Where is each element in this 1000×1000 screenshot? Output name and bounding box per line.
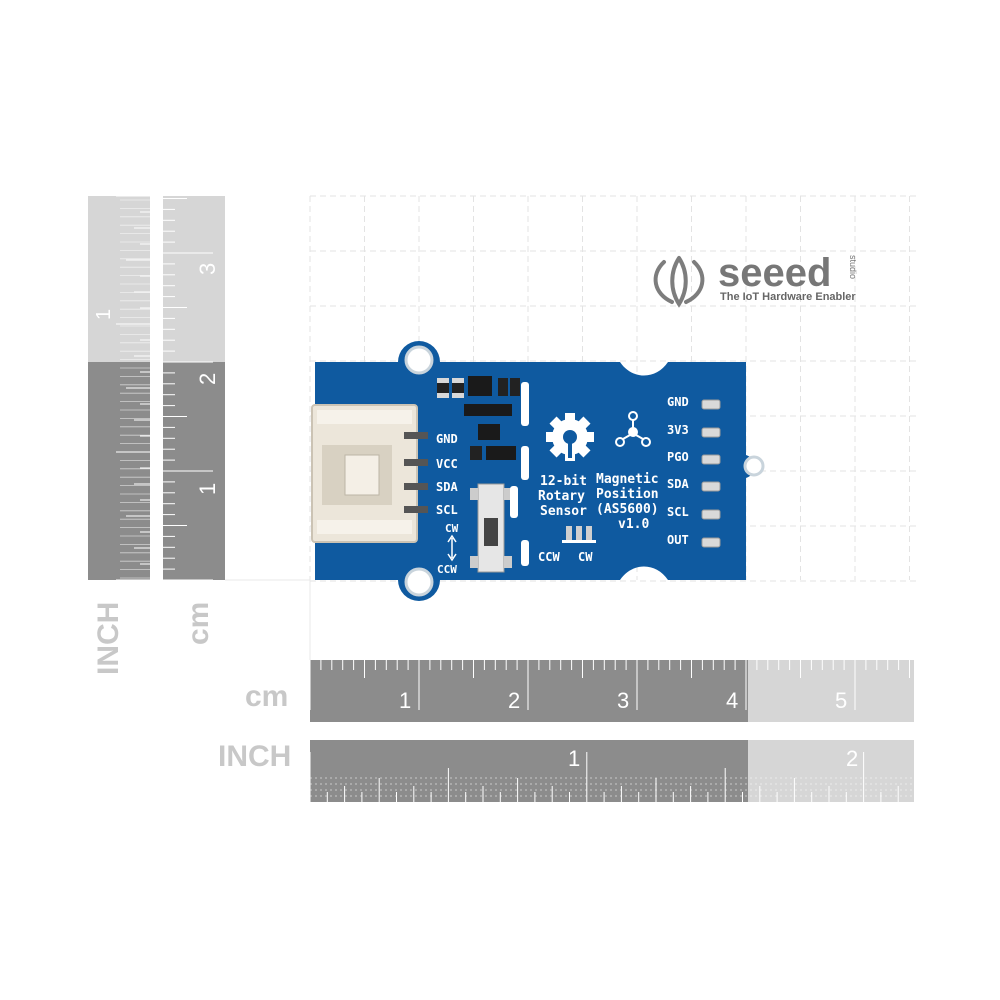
pcb-outline [315,341,755,601]
left-pin-sda: SDA [436,480,458,494]
v-cm-number-3: 3 [195,263,220,275]
h-cm-number-2: 2 [508,688,520,713]
right-pin-pads [701,399,721,548]
mounting-hole [404,345,434,375]
brand-name: seeed [718,251,831,295]
vertical-inch-ruler: 1 [88,195,150,581]
horizontal-cm-ruler: 1 2 3 4 5 [309,660,914,722]
grove-sensor-board: GND VCC SDA SCL CW CCW [311,341,765,601]
right-pin-out: OUT [667,533,689,547]
board-subtitle-line-2: Position [596,487,659,502]
h-inch-number-2: 2 [846,746,858,771]
dir-label-ccw: CCW [538,550,560,564]
mounting-hole [404,567,434,597]
board-title-line-1: 12-bit [540,474,587,489]
switch-arrow-icon [447,534,457,562]
right-pin-pgo: PGO [667,450,689,464]
left-pin-vcc: VCC [436,457,458,471]
h-cm-number-1: 1 [399,688,411,713]
left-pin-gnd: GND [436,432,458,446]
right-pin-3v3: 3V3 [667,423,689,437]
board-subtitle-line-1: Magnetic [596,472,659,487]
h-inch-axis-label: INCH [218,740,291,773]
switch-label-cw: CW [445,522,459,535]
vertical-cm-ruler: 3 2 1 [163,196,225,581]
board-title-line-2: Rotary [538,489,585,504]
dir-label-cw: CW [578,550,593,564]
board-subtitle-line-4: v1.0 [618,517,649,532]
seeed-flame-icon [653,256,705,308]
h-cm-number-5: 5 [835,688,847,713]
brand-studio: studio [848,255,858,279]
board-title-line-3: Sensor [540,504,587,519]
board-subtitle-line-3: (AS5600) [596,502,659,517]
horizontal-inch-ticks [309,752,914,802]
horizontal-cm-ticks [309,660,910,710]
v-cm-axis-label: cm [182,602,215,645]
switch-label-ccw: CCW [437,563,457,576]
right-pin-sda: SDA [667,477,689,491]
left-pin-scl: SCL [436,503,458,517]
seeed-logo: seeed studio The IoT Hardware Enabler [653,251,858,308]
smd-components [437,376,520,460]
h-cm-number-4: 4 [726,688,738,713]
v-cm-number-1: 1 [195,483,220,495]
vertical-inch-ticks [116,195,150,581]
horizontal-inch-ruler: 1 2 [309,740,914,802]
grove-gear-icon [546,413,594,461]
direction-jumper-pads [562,526,596,543]
h-cm-axis-label: cm [245,680,288,713]
vertical-cm-ticks [163,198,213,581]
grove-connector [311,404,428,543]
v-cm-number-2: 2 [195,373,220,385]
h-inch-number-1: 1 [568,746,580,771]
v-inch-number: 1 [93,309,115,320]
direction-slide-switch [470,483,512,573]
right-pin-gnd: GND [667,395,689,409]
h-cm-number-3: 3 [617,688,629,713]
v-inch-axis-label: INCH [92,602,125,675]
mounting-hole [743,455,765,477]
network-node-icon [615,411,651,447]
right-pin-scl: SCL [667,505,689,519]
brand-tagline: The IoT Hardware Enabler [720,291,856,303]
